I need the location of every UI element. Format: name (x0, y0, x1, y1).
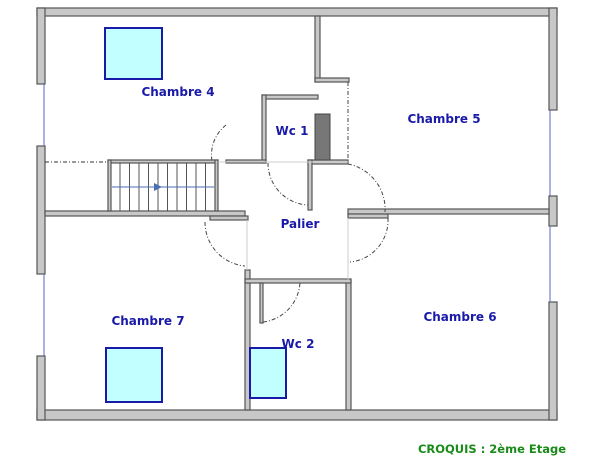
doors (204, 82, 389, 323)
skylight (105, 347, 163, 403)
room-label-chambre-4: Chambre 4 (141, 85, 214, 99)
outer-walls (36, 7, 558, 421)
stairs (45, 161, 214, 211)
plan-caption: CROQUIS : 2ème Etage (418, 442, 566, 456)
room-label-wc-1: Wc 1 (276, 124, 309, 138)
room-label-chambre-5: Chambre 5 (407, 112, 480, 126)
interior-walls (44, 15, 550, 411)
stair-arrow-icon (154, 183, 162, 191)
room-label-palier: Palier (281, 217, 320, 231)
skylight (249, 347, 287, 399)
windows (43, 84, 551, 356)
room-label-chambre-7: Chambre 7 (111, 314, 184, 328)
room-label-wc-2: Wc 2 (282, 337, 315, 351)
room-label-chambre-6: Chambre 6 (423, 310, 496, 324)
skylight (104, 27, 163, 80)
